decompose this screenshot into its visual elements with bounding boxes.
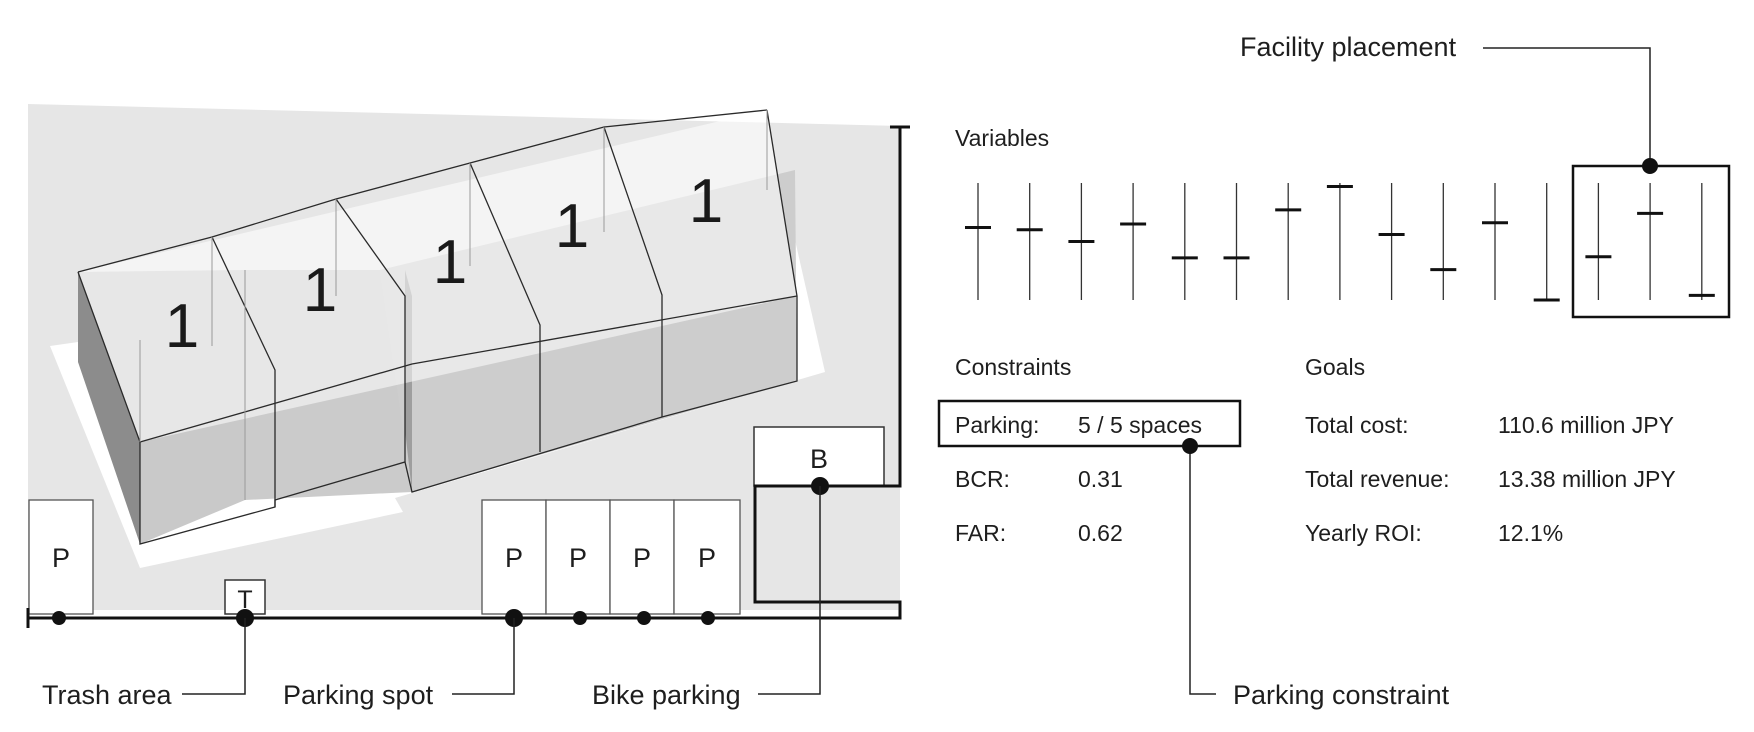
access-road-line (28, 127, 902, 620)
parking-constraint-leader (1189, 446, 1216, 695)
goal-label: Yearly ROI: (1305, 520, 1422, 546)
parking-spot-callout: Parking spot (283, 680, 434, 710)
bike-parking-leader (758, 486, 821, 695)
parking-spots: P P P P P (28, 499, 741, 615)
constraint-value: 0.31 (1078, 466, 1123, 492)
goal-value: 12.1% (1498, 520, 1563, 546)
site-plan: 1 1 1 1 1 P P P P P T B (26, 104, 910, 710)
unit-number: 1 (555, 192, 589, 261)
goal-label: Total revenue: (1305, 466, 1449, 492)
bike-parking-callout: Bike parking (592, 680, 741, 710)
constraint-label: BCR: (955, 466, 1010, 492)
parking-spot[interactable] (28, 499, 94, 615)
parking-spot[interactable] (545, 499, 611, 615)
variables-title: Variables (955, 125, 1049, 151)
building-block: 1 1 1 1 1 (77, 109, 798, 545)
unit-number: 1 (689, 167, 723, 236)
parking-spot[interactable] (609, 499, 675, 615)
parking-mark: P (52, 543, 70, 573)
facility-placement-leader (1483, 47, 1651, 166)
parking-constraint-dot (1182, 438, 1198, 454)
parking-constraint-box[interactable] (937, 399, 1242, 448)
facility-placement-callout: Facility placement (1240, 32, 1457, 62)
goals-panel: Goals Total cost: 110.6 million JPY Tota… (1305, 354, 1676, 546)
unit-number: 1 (165, 292, 199, 361)
unit-number: 1 (303, 256, 337, 325)
parking-spot-leader (452, 618, 515, 695)
parking-node-dot (701, 611, 715, 625)
parking-mark: P (633, 543, 651, 573)
bike-parking-box[interactable] (753, 426, 885, 487)
constraint-value: 5 / 5 spaces (1078, 412, 1202, 438)
parking-node-dot (52, 611, 66, 625)
trash-area-leader (182, 618, 246, 695)
constraints-panel: Constraints Parking: 5 / 5 spaces BCR: 0… (937, 354, 1450, 710)
trash-area-callout: Trash area (42, 680, 173, 710)
bike-mark: B (810, 444, 828, 474)
parking-mark: P (505, 543, 523, 573)
constraint-label: FAR: (955, 520, 1006, 546)
constraint-value: 0.62 (1078, 520, 1123, 546)
goals-title: Goals (1305, 354, 1365, 380)
parking-spot[interactable] (673, 499, 741, 615)
goal-label: Total cost: (1305, 412, 1409, 438)
parking-constraint-callout: Parking constraint (1233, 680, 1450, 710)
variable-sliders (965, 183, 1715, 302)
trash-mark: T (237, 586, 252, 614)
shaded-west-face (78, 272, 140, 544)
parking-node-dot (573, 611, 587, 625)
facility-placement-dot (1642, 158, 1658, 174)
unit-number: 1 (433, 228, 467, 297)
goal-value: 110.6 million JPY (1498, 412, 1674, 438)
parking-node-dot (637, 611, 651, 625)
constraints-title: Constraints (955, 354, 1071, 380)
constraint-label: Parking: (955, 412, 1039, 438)
goal-value: 13.38 million JPY (1498, 466, 1676, 492)
variables-panel: Variables Facility placement (955, 32, 1731, 319)
parking-mark: P (698, 543, 716, 573)
parking-mark: P (569, 543, 587, 573)
